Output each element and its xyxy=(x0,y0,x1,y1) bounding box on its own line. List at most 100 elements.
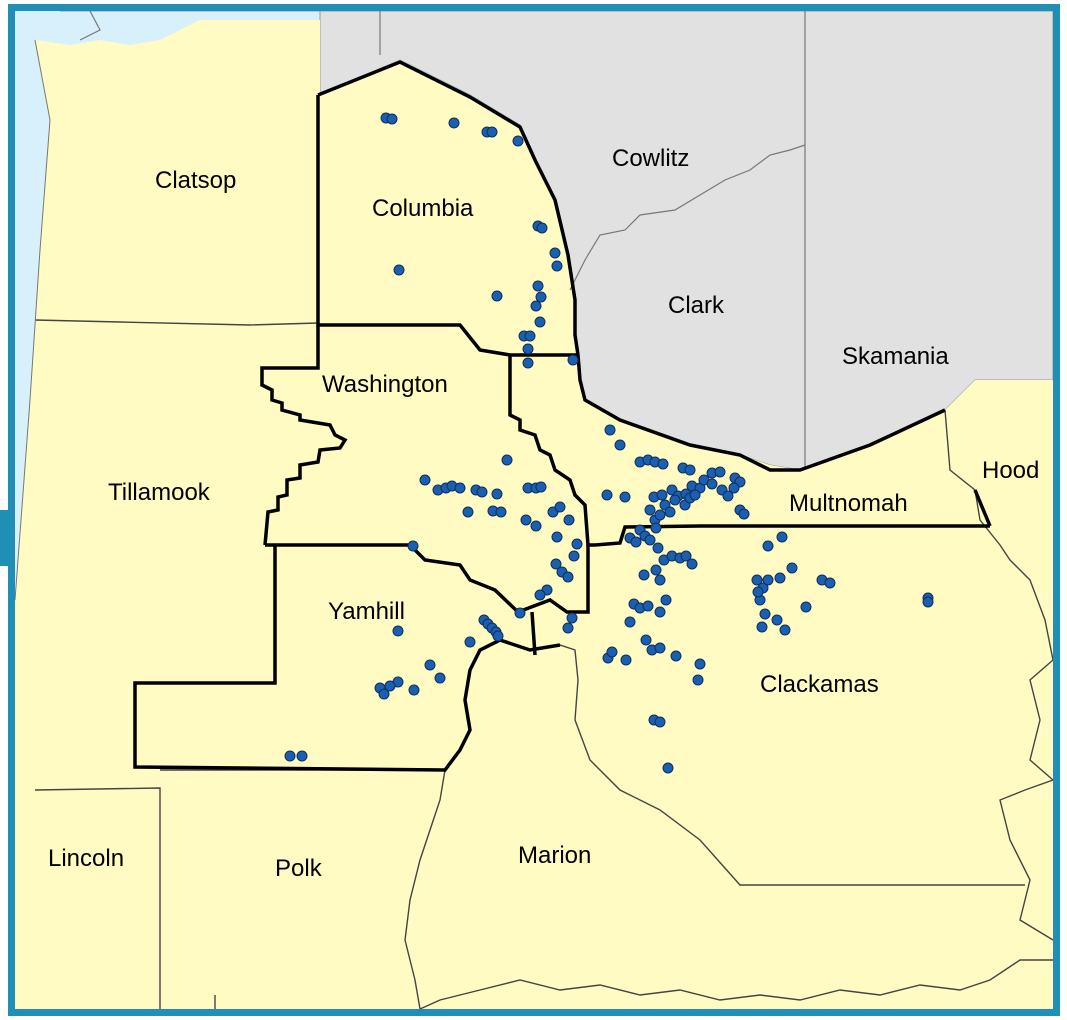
sample-point xyxy=(530,300,542,312)
sample-point xyxy=(714,466,726,478)
sample-point xyxy=(462,506,474,518)
sample-point xyxy=(448,117,460,129)
sample-point xyxy=(759,608,771,620)
sample-point xyxy=(776,531,788,543)
sample-point xyxy=(532,280,544,292)
coastline xyxy=(15,39,51,601)
sample-point xyxy=(680,550,692,562)
map-frame: Clatsop Columbia Cowlitz Clark Skamania … xyxy=(8,4,1060,1016)
sample-point xyxy=(692,674,704,686)
sample-point xyxy=(554,501,566,513)
sample-point xyxy=(571,538,583,550)
label-columbia: Columbia xyxy=(372,195,474,222)
sample-point xyxy=(476,486,488,498)
sample-point xyxy=(654,716,666,728)
sample-point xyxy=(664,506,676,518)
sample-point xyxy=(563,514,575,526)
sample-point xyxy=(654,642,666,654)
sample-point xyxy=(567,354,579,366)
sample-point xyxy=(620,654,632,666)
sample-point xyxy=(530,520,542,532)
sample-point xyxy=(706,478,718,490)
sample-point xyxy=(650,522,662,534)
sample-point xyxy=(624,616,636,628)
sample-point xyxy=(774,572,786,584)
sample-point xyxy=(686,558,698,570)
sample-point xyxy=(549,247,561,259)
sample-point xyxy=(752,586,764,598)
sample-point xyxy=(524,330,536,342)
sample-point xyxy=(786,562,798,574)
sample-point xyxy=(601,489,613,501)
sample-point xyxy=(756,621,768,633)
sample-point xyxy=(762,540,774,552)
sample-point xyxy=(689,489,701,501)
sample-point xyxy=(644,534,656,546)
sample-point xyxy=(534,589,546,601)
sample-point xyxy=(296,750,308,762)
sample-point xyxy=(738,508,750,520)
label-hood: Hood xyxy=(982,457,1039,484)
label-clatsop: Clatsop xyxy=(155,167,236,194)
sample-point xyxy=(407,540,419,552)
sample-point xyxy=(771,614,783,626)
sample-point xyxy=(684,464,696,476)
sample-point xyxy=(656,489,668,501)
sample-point xyxy=(512,135,524,147)
sample-point xyxy=(644,504,656,516)
label-skamania: Skamania xyxy=(842,343,949,370)
label-tillamook: Tillamook xyxy=(108,479,211,506)
sample-point xyxy=(522,343,534,355)
sample-point xyxy=(654,574,666,586)
sample-point xyxy=(654,606,666,618)
sample-point xyxy=(652,542,664,554)
sample-point xyxy=(534,316,546,328)
sample-point xyxy=(614,439,626,451)
sample-point xyxy=(662,762,674,774)
sample-point xyxy=(779,624,791,636)
sample-point xyxy=(762,574,774,586)
washington-county-lines xyxy=(79,11,806,470)
sample-point xyxy=(694,658,706,670)
label-clark: Clark xyxy=(668,292,725,319)
sample-point xyxy=(486,126,498,138)
sample-point xyxy=(722,490,734,502)
sample-point xyxy=(562,622,574,634)
sample-point xyxy=(491,290,503,302)
sample-point xyxy=(630,536,642,548)
sample-point xyxy=(522,357,534,369)
label-clackamas: Clackamas xyxy=(760,671,879,698)
oregon-land xyxy=(15,20,1053,1009)
sample-point xyxy=(638,569,650,581)
label-lincoln: Lincoln xyxy=(48,845,124,872)
sample-point xyxy=(454,482,466,494)
sample-point xyxy=(800,601,812,613)
sample-point xyxy=(393,264,405,276)
label-polk: Polk xyxy=(275,855,323,882)
sample-point xyxy=(408,684,420,696)
sample-point xyxy=(669,494,681,506)
sample-point xyxy=(419,474,431,486)
sample-point xyxy=(642,600,654,612)
sample-point xyxy=(514,607,526,619)
sample-point xyxy=(464,636,476,648)
sample-point xyxy=(654,509,666,521)
sample-point xyxy=(492,630,504,642)
label-multnomah: Multnomah xyxy=(789,490,908,517)
sample-point xyxy=(550,558,562,570)
sample-point xyxy=(284,750,296,762)
sample-point xyxy=(551,260,563,272)
sample-point xyxy=(922,596,934,608)
sample-point xyxy=(520,514,532,526)
sample-point xyxy=(604,424,616,436)
sample-point xyxy=(619,491,631,503)
label-washington: Washington xyxy=(322,371,448,398)
sample-point xyxy=(424,659,436,671)
sample-point xyxy=(657,458,669,470)
sample-point xyxy=(434,672,446,684)
sample-point xyxy=(392,625,404,637)
county-map[interactable]: Clatsop Columbia Cowlitz Clark Skamania … xyxy=(15,11,1053,1009)
sample-point xyxy=(536,222,548,234)
sample-point xyxy=(568,550,580,562)
sample-point xyxy=(535,481,547,493)
